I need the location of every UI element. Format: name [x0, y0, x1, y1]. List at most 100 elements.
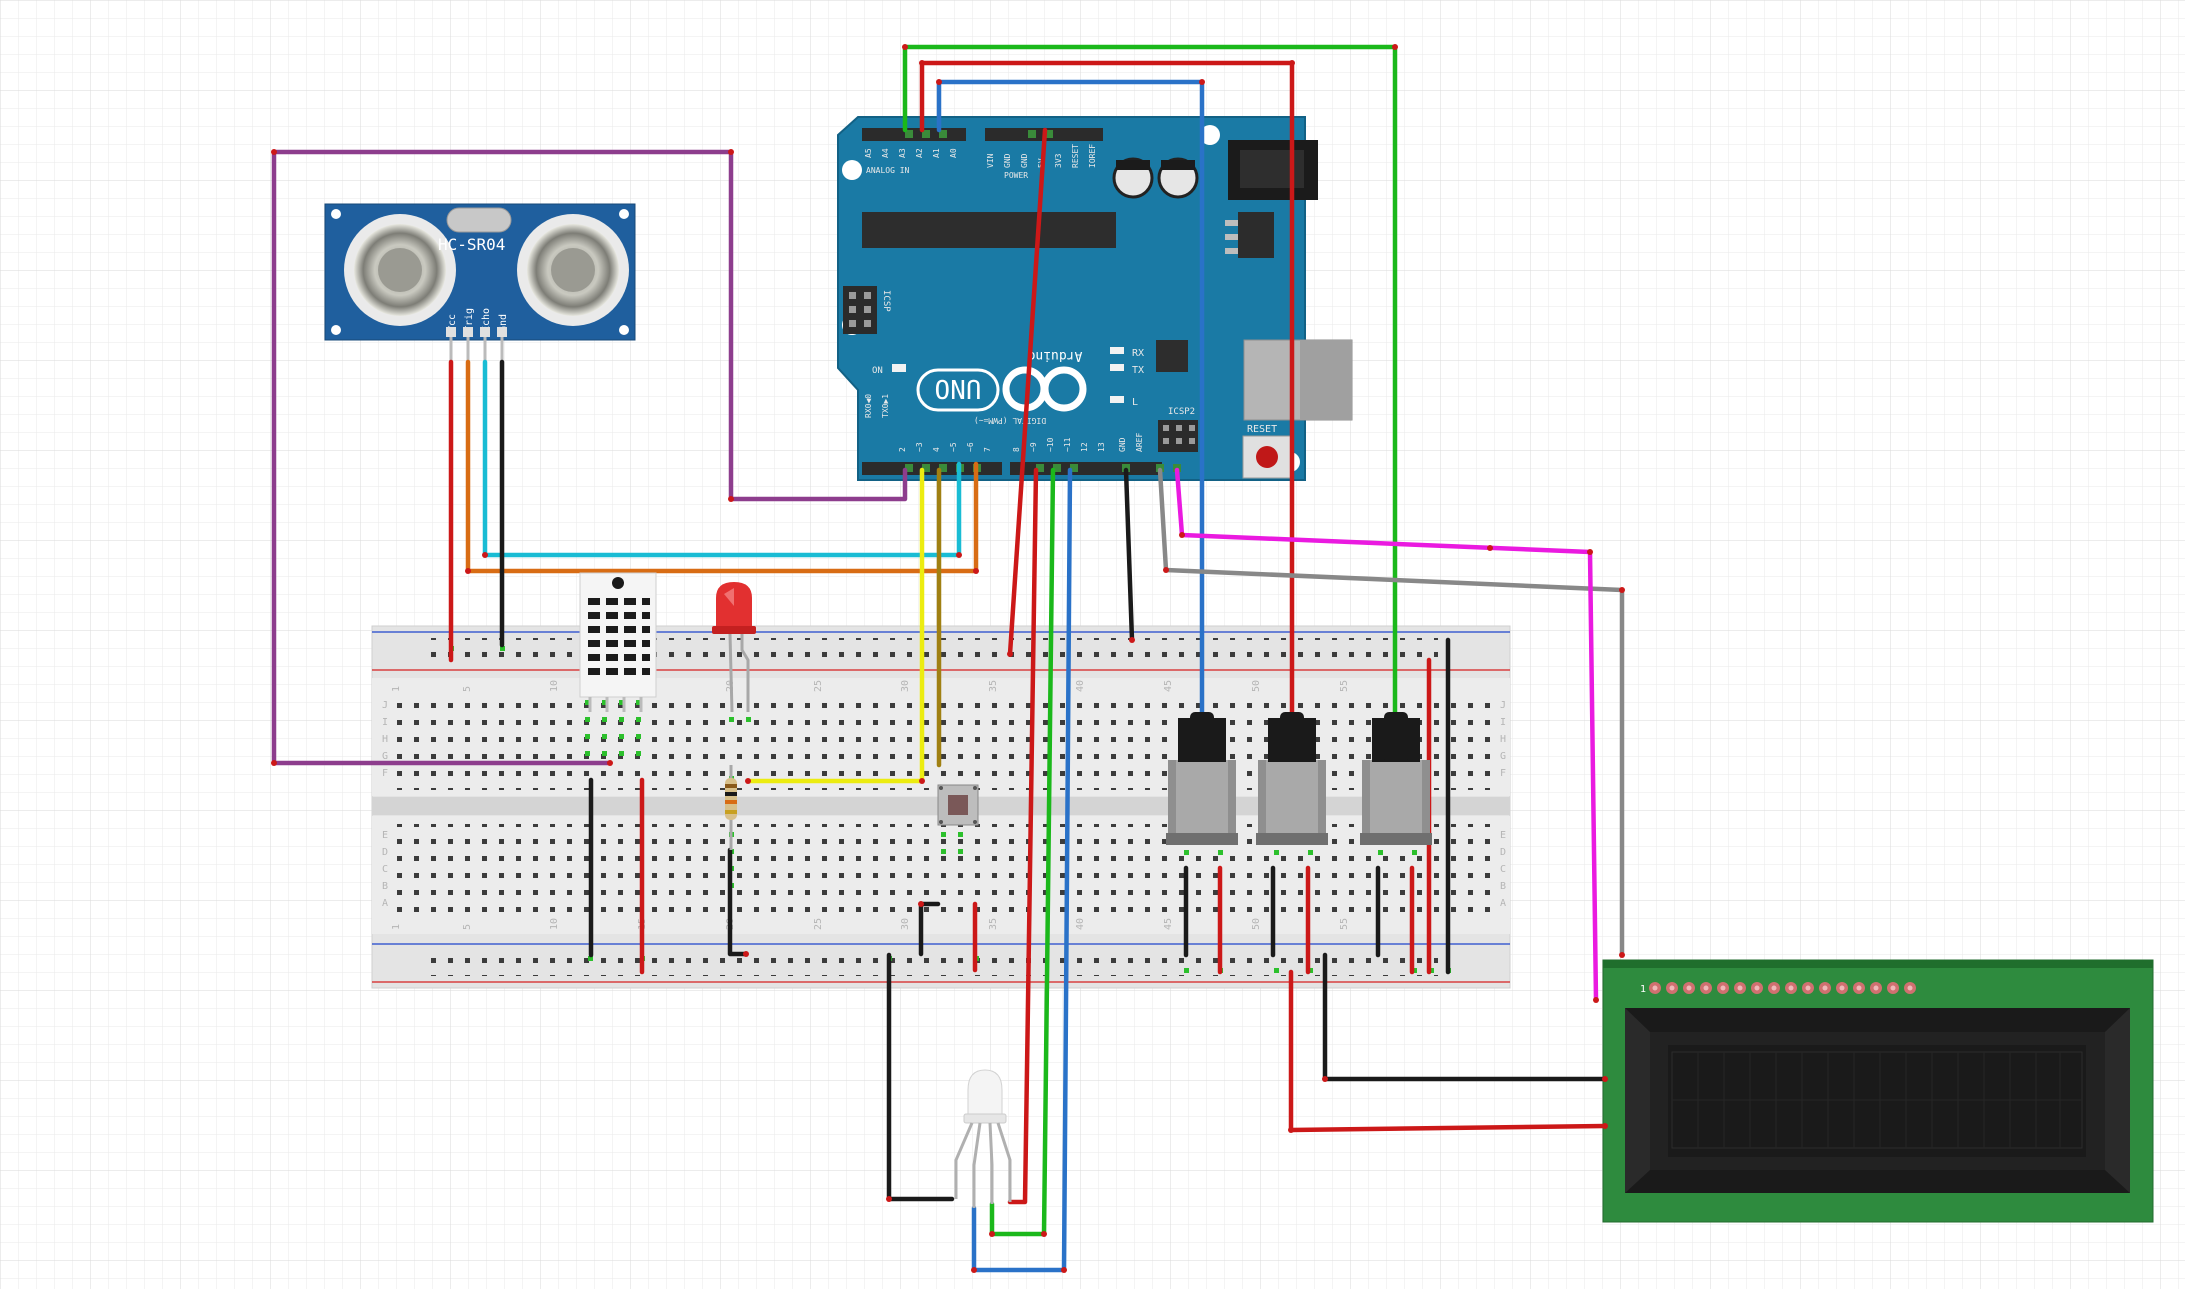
- pin-label: VIN: [986, 153, 995, 168]
- arduino-uno-board: A5 A4 A3 A2 A1 A0 VIN GND GND 5V 3V3 RES…: [837, 116, 1353, 481]
- row-label: F: [1500, 768, 1506, 779]
- icsp-header: [843, 286, 877, 334]
- lcd-pin-one-label: 1: [1640, 984, 1646, 995]
- icsp-label: ICSP: [881, 290, 891, 312]
- column-number: 45: [1163, 918, 1174, 930]
- sensor-pin-label: Gnd: [498, 314, 509, 332]
- pin-label: ~11: [1063, 437, 1072, 452]
- wire-endpoints: [271, 44, 1625, 1273]
- row-label: D: [1500, 847, 1506, 858]
- pin-label: ~5: [949, 442, 958, 452]
- pin-label: GND: [1020, 153, 1029, 168]
- pin-label: A3: [898, 148, 907, 158]
- pin-label: 8: [1012, 447, 1021, 452]
- crystal: [446, 207, 512, 233]
- wire-gray: [1157, 467, 1625, 958]
- uno-label: UNO: [935, 373, 982, 403]
- row-label: C: [382, 864, 388, 875]
- row-label: B: [1500, 881, 1506, 892]
- power-led: [892, 364, 906, 372]
- pin-label: A4: [881, 148, 890, 158]
- pin-label: 13: [1097, 442, 1106, 452]
- microcontroller-chip: [862, 212, 1116, 248]
- pin-label: A2: [915, 148, 924, 158]
- on-label: ON: [872, 366, 883, 376]
- analog-header: [862, 128, 966, 141]
- row-label: H: [382, 734, 388, 745]
- wire-black-resistor-gnd: [727, 847, 749, 957]
- wire-magenta: [1174, 467, 1599, 1003]
- wire-red-5v: [1007, 127, 1048, 657]
- column-number: 55: [1339, 918, 1350, 930]
- wire-blue-pin11: [971, 467, 1073, 1273]
- row-label: A: [382, 898, 388, 909]
- pin-label: 2: [898, 447, 907, 452]
- digital-label: DIGITAL (PWM=~): [974, 416, 1046, 425]
- pin-label: IOREF: [1088, 144, 1097, 168]
- column-number: 40: [1075, 918, 1086, 930]
- icsp2-header: [1158, 420, 1198, 452]
- digital-header-low: [862, 462, 1002, 475]
- reset-label: RESET: [1247, 424, 1277, 435]
- red-led: [712, 582, 756, 713]
- wire-red-pin9: [1007, 467, 1039, 1205]
- arduino-brand: Arduino: [1028, 348, 1083, 363]
- rx-label: RX: [1132, 348, 1144, 359]
- row-label: J: [1500, 700, 1506, 711]
- lcd-display-16x2: 1: [1602, 959, 2154, 1223]
- pin-label: ~9: [1029, 442, 1038, 452]
- analog-in-label: ANALOG IN: [866, 166, 910, 175]
- tx-label: TX: [1132, 365, 1144, 376]
- row-label: F: [382, 768, 388, 779]
- digital-header-high: [1010, 462, 1162, 475]
- icsp2-label: ICSP2: [1168, 407, 1195, 417]
- sensor-pin-label: Vcc: [447, 314, 458, 332]
- hc-sr04-ultrasonic-sensor: HC-SR04 Vcc Trig Echo Gnd: [324, 203, 636, 362]
- l-label: L: [1132, 397, 1138, 408]
- column-number: 35: [988, 918, 999, 930]
- row-label: D: [382, 847, 388, 858]
- wire-black-arduino-gnd: [1123, 467, 1135, 643]
- column-number: 25: [813, 918, 824, 930]
- row-label: I: [1500, 717, 1506, 728]
- pin-label: TX0▶1: [881, 394, 890, 418]
- column-number: 35: [988, 680, 999, 692]
- pin-label: ~6: [966, 442, 975, 452]
- pin-label: A1: [932, 148, 941, 158]
- row-label: G: [382, 751, 388, 762]
- column-number: 40: [1075, 680, 1086, 692]
- column-number: 5: [462, 924, 473, 930]
- power-label: POWER: [1004, 171, 1028, 180]
- column-number: 50: [1251, 918, 1262, 930]
- wire-orange-sensor-trig: [465, 359, 979, 574]
- row-label: E: [382, 830, 388, 841]
- pin-label: 3V3: [1054, 153, 1063, 168]
- dht-temperature-sensor: [579, 572, 657, 712]
- usb-chip: [1156, 340, 1188, 372]
- potentiometer: [1360, 712, 1432, 845]
- row-label: I: [382, 717, 388, 728]
- row-label: C: [1500, 864, 1506, 875]
- column-number: 30: [900, 680, 911, 692]
- column-number: 1: [391, 686, 402, 692]
- wire-cyan-sensor-echo: [482, 359, 962, 558]
- pin-label: RX0◀0: [864, 394, 873, 418]
- column-number: 10: [549, 680, 560, 692]
- pin-label: RESET: [1071, 144, 1080, 168]
- column-number: 10: [549, 918, 560, 930]
- potentiometer: [1256, 712, 1328, 845]
- pin-label: ~3: [915, 442, 924, 452]
- pin-label: A0: [949, 148, 958, 158]
- sensor-pin-label: Trig: [464, 308, 475, 332]
- pin-label: A5: [864, 148, 873, 158]
- pin-label: 7: [983, 447, 992, 452]
- wire-green-a3-pot3: [902, 44, 1398, 723]
- pin-label: ~10: [1046, 437, 1055, 452]
- pin-label: 4: [932, 447, 941, 452]
- wire-blue-a1-pot1: [936, 79, 1205, 723]
- push-button: [937, 784, 979, 826]
- potentiometer: [1166, 712, 1238, 845]
- pin-label: AREF: [1135, 433, 1144, 452]
- column-number: 50: [1251, 680, 1262, 692]
- column-number: 45: [1163, 680, 1174, 692]
